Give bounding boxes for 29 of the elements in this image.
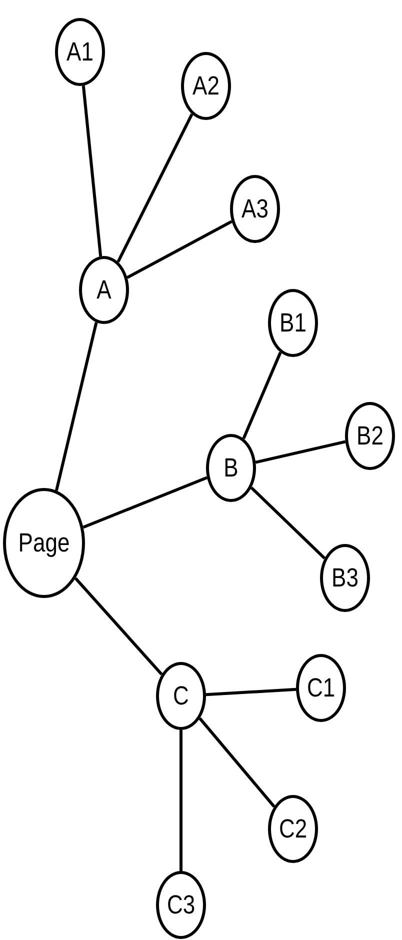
node-label: B <box>224 454 238 482</box>
circle-node <box>268 289 318 357</box>
connector-line <box>180 730 182 871</box>
connector-line <box>74 577 163 676</box>
connector-line <box>206 688 296 696</box>
node-label: B1 <box>280 310 306 336</box>
node-label: C3 <box>166 892 196 918</box>
node-label: A3 <box>242 196 268 222</box>
connector-line <box>126 220 232 279</box>
connector-line <box>82 476 208 529</box>
node-label: Page <box>18 530 70 556</box>
connector-line <box>82 86 102 256</box>
node-label: C1 <box>306 674 336 702</box>
connector-line <box>242 352 282 440</box>
circle-node <box>181 52 231 120</box>
node-label: A2 <box>192 72 220 100</box>
connector-line <box>255 440 346 464</box>
connector-line <box>54 322 98 491</box>
node-label: C2 <box>278 816 308 842</box>
node-label: B3 <box>332 564 358 592</box>
node-label: A1 <box>66 38 94 66</box>
node-label: B2 <box>356 422 384 450</box>
circle-node <box>206 434 256 502</box>
circle-node <box>79 256 129 324</box>
connector-line <box>198 717 276 808</box>
node-label: A <box>96 276 112 304</box>
connector-line <box>250 486 326 560</box>
connector-line <box>116 113 194 263</box>
node-label: C <box>173 682 189 710</box>
